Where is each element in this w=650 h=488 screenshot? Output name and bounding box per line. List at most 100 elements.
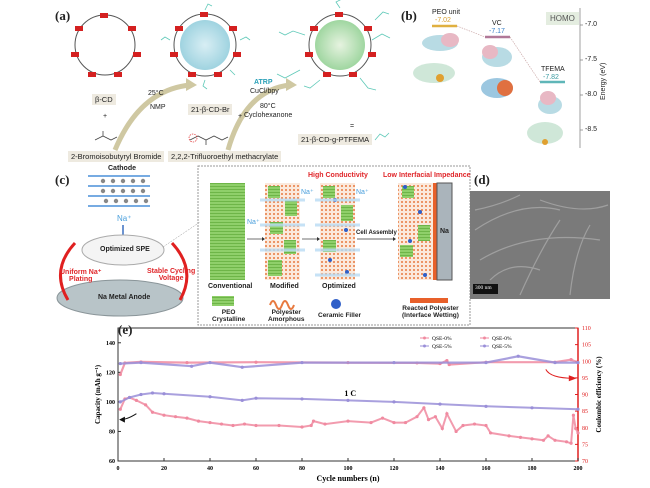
stage-label: Optimized <box>322 283 356 290</box>
data-point <box>392 360 396 365</box>
data-point <box>516 354 520 358</box>
data-point <box>530 437 534 441</box>
data-point <box>518 435 523 439</box>
data-point <box>489 431 493 435</box>
data-point <box>426 418 431 422</box>
data-point <box>118 372 122 377</box>
x-tick-label: 40 <box>207 466 213 472</box>
legend-reacted: Reacted Polyester(Interface Wetting) <box>402 305 459 319</box>
temp2: 80°C <box>260 103 276 110</box>
y2-tick-label: 85 <box>582 409 588 415</box>
data-point <box>162 392 166 396</box>
reagent1-structure <box>94 131 118 141</box>
data-point <box>574 426 578 431</box>
data-point <box>571 413 576 417</box>
x-tick-label: 20 <box>161 466 167 472</box>
y2-tick-label: 80 <box>582 426 588 432</box>
y2-axis-label: Coulombic efficiency (%) <box>595 356 603 433</box>
data-point <box>240 398 244 403</box>
cell-assembly-label: Cell Assembly <box>356 230 397 236</box>
data-point <box>346 398 350 403</box>
plus-2: + <box>238 113 243 120</box>
y-tick-label: 140 <box>106 341 115 347</box>
data-point <box>219 422 224 426</box>
plus-1: + <box>103 113 108 120</box>
x-tick-label: 100 <box>344 466 353 472</box>
y2-tick-label: 100 <box>582 359 591 365</box>
data-point <box>240 365 244 369</box>
data-point <box>150 391 155 395</box>
data-point <box>254 360 258 364</box>
intermediate-label: 21-β-CD-Br <box>188 104 233 115</box>
solvent1: NMP <box>150 104 166 111</box>
right-arrow-head <box>568 375 577 382</box>
high-conductivity-label: High Conductivity <box>308 172 368 179</box>
data-point <box>208 420 212 425</box>
tick-b: -8.0 <box>585 91 598 98</box>
y2-tick-label: 70 <box>582 459 588 465</box>
x-tick-label: 0 <box>117 466 120 472</box>
data-point <box>254 396 258 400</box>
data-point <box>415 415 419 419</box>
y2-tick-label: 95 <box>582 376 588 382</box>
data-point <box>190 364 194 368</box>
cathode-label: Cathode <box>108 165 136 172</box>
panel-a-label: (a) <box>55 8 71 23</box>
legend-ceramic: Ceramic Filler <box>318 312 361 319</box>
data-point <box>173 415 178 419</box>
data-point <box>546 434 550 438</box>
data-point <box>150 410 155 414</box>
y-tick-label: 80 <box>109 429 115 435</box>
stage-label: Conventional <box>208 283 253 290</box>
data-point <box>440 426 444 431</box>
data-point <box>208 360 212 365</box>
low-impedance-label: Low Interfacial Impedance <box>383 172 471 179</box>
data-point <box>254 423 258 428</box>
y2-tick-label: 105 <box>582 343 591 349</box>
y2-tick-label: 90 <box>582 393 588 399</box>
x-tick-label: 140 <box>436 466 445 472</box>
data-point <box>553 360 557 365</box>
left-arrow-head <box>119 416 125 423</box>
na-electrode-label: Na <box>440 228 449 235</box>
x-tick-label: 160 <box>482 466 491 472</box>
orbital-images <box>413 33 563 145</box>
vc-value: -7.17 <box>489 28 505 35</box>
reagent1-label: 2-Bromoisobutyryl Bromide <box>68 151 165 162</box>
panel-c-label: (c) <box>55 172 70 187</box>
peo-name: PEO unit <box>432 9 461 16</box>
beta-cd-label: β-CD <box>92 94 116 105</box>
equals-sign: = <box>350 123 355 130</box>
rate-annotation: 1 C <box>344 389 356 398</box>
y-axis-label: Capacity (mAh g⁻¹) <box>94 364 102 424</box>
data-point <box>392 420 396 425</box>
catalyst: CuCl/bpy <box>250 88 279 95</box>
anode-label: Na Metal Anode <box>98 294 151 301</box>
x-tick-label: 200 <box>574 466 583 472</box>
tick-b: -7.5 <box>585 56 598 63</box>
data-point <box>403 420 408 425</box>
y-tick-label: 100 <box>106 400 115 406</box>
data-point <box>277 423 281 428</box>
tick-b: -7.0 <box>585 21 598 28</box>
data-point <box>541 438 546 442</box>
na-ion-1: Na⁺ <box>247 219 260 226</box>
legend-label: QSE-5% <box>492 344 512 350</box>
data-point <box>472 422 477 426</box>
x-tick-label: 180 <box>528 466 537 472</box>
uniform-plating-note: Uniform Na⁺Plating <box>60 269 102 283</box>
data-point <box>162 413 166 417</box>
x-tick-label: 80 <box>299 466 305 472</box>
data-point <box>445 358 449 363</box>
atrp-label: ATRP <box>254 79 273 86</box>
data-point <box>454 429 458 434</box>
data-point <box>445 412 449 416</box>
homo-badge: HOMO <box>546 12 579 25</box>
polymer-chains <box>160 0 391 141</box>
data-point <box>185 416 189 420</box>
data-point <box>484 404 488 408</box>
data-point <box>323 422 327 426</box>
data-point <box>300 397 304 401</box>
